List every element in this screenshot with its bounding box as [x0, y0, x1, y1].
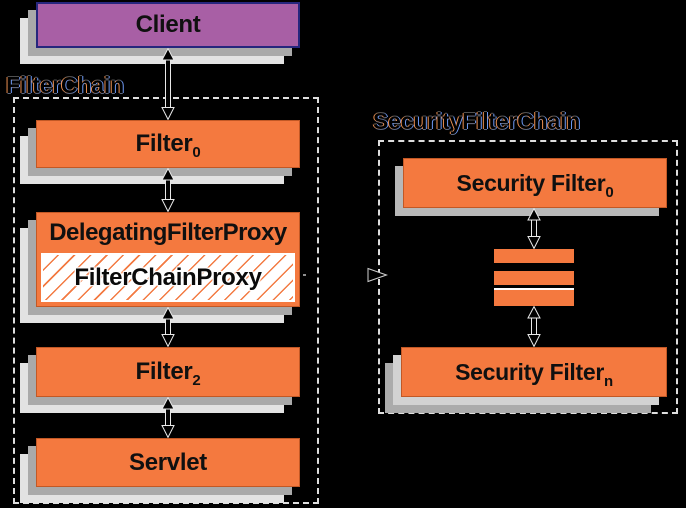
double-arrow-icon: [161, 397, 175, 438]
ellipsis-bar: [494, 271, 574, 285]
filter2-box: Filter2: [36, 347, 300, 397]
client-label: Client: [135, 11, 201, 38]
filter0-box: Filter0: [36, 120, 300, 168]
delegating-filter-proxy-box: DelegatingFilterProxy FilterChainProxy: [36, 212, 300, 307]
filter-chain-proxy-box: FilterChainProxy: [41, 253, 295, 302]
double-arrow-icon: [161, 307, 175, 347]
connector-dot: [303, 274, 306, 276]
open-right-arrowhead-icon: [367, 267, 388, 283]
double-arrow-icon: [161, 48, 175, 120]
double-arrow-icon: [527, 306, 541, 347]
client-box: Client: [36, 2, 300, 48]
servlet-box: Servlet: [36, 438, 300, 487]
servlet-label: Servlet: [129, 448, 207, 476]
security-filter0-box: Security Filter0: [403, 158, 667, 208]
security-filtern-label: Security Filtern: [455, 358, 613, 390]
security-filtern-box: Security Filtern: [401, 347, 667, 397]
ellipsis-bar: [494, 288, 574, 306]
filter2-label: Filter2: [135, 358, 201, 389]
security-filter0-label: Security Filter0: [456, 169, 614, 201]
filter-chain-proxy-label: FilterChainProxy: [74, 263, 262, 291]
ellipsis-bar: [494, 249, 574, 263]
filterchain-title: FilterChain: [6, 72, 124, 98]
securityfilterchain-title: SecurityFilterChain: [373, 108, 581, 134]
double-arrow-icon: [527, 208, 541, 249]
delegating-filter-proxy-label: DelegatingFilterProxy: [49, 218, 287, 246]
filter0-label: Filter0: [135, 130, 201, 161]
double-arrow-icon: [161, 168, 175, 212]
